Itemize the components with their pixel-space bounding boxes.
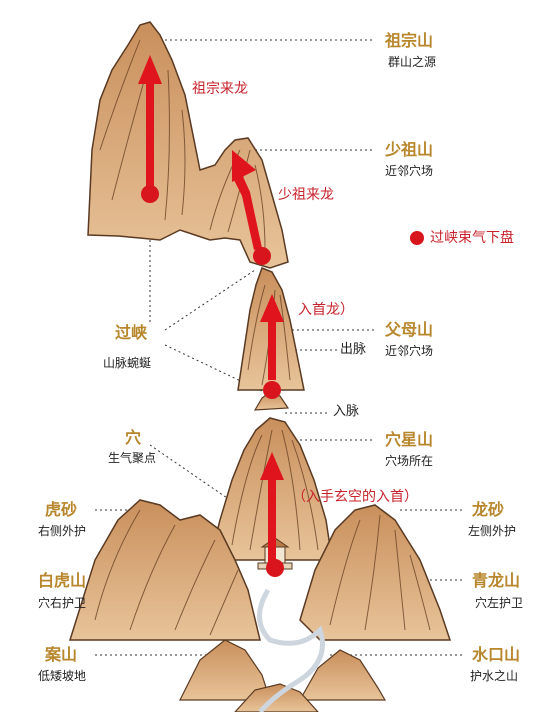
cave-title: 穴 <box>125 428 142 447</box>
entry-text-label: （入手玄空的入首） <box>292 489 418 505</box>
cave-star-mountain-sub: 穴场所在 <box>385 454 434 468</box>
in-vein-label: 入脉 <box>333 404 360 419</box>
water-mouth-sub: 护水之山 <box>470 669 519 683</box>
gorge-dots <box>141 185 284 577</box>
white-tiger-hills <box>68 499 261 641</box>
parent-mountain-sub: 近邻穴场 <box>385 344 434 358</box>
green-dragon-hills <box>299 504 452 641</box>
ancestral-mountain <box>87 21 289 269</box>
young-ancestral-mountain-title: 少祖山 <box>385 140 434 159</box>
dragon-flow-arrows <box>138 55 284 564</box>
out-vein-label: 出脉 <box>340 342 367 357</box>
gorge-sub: 山脉蜿蜒 <box>103 356 152 370</box>
red-dot-icon <box>410 231 424 245</box>
gorge-title: 过峡 <box>115 323 148 342</box>
young-ancestral-mountain-sub: 近邻穴场 <box>385 164 434 178</box>
cave-sub: 生气聚点 <box>108 451 157 465</box>
river <box>257 588 325 712</box>
dragon-sand-title: 龙砂 <box>472 500 505 519</box>
green-dragon-sub: 穴左护卫 <box>475 596 524 610</box>
white-tiger-sub: 穴右护卫 <box>38 596 87 610</box>
entry-dragon-label: 入首龙） <box>298 302 354 318</box>
dragon-sand-sub: 左侧外护 <box>468 524 517 538</box>
cave-star-mountain-title: 穴星山 <box>385 430 434 449</box>
ancestral-flow-label: 祖宗来龙 <box>192 81 248 97</box>
tiger-sand-sub: 右侧外护 <box>38 524 87 538</box>
tiger-sand-title: 虎砂 <box>45 500 78 519</box>
table-mountain-sub: 低矮坡地 <box>38 669 87 683</box>
young-ancestral-flow-label: 少祖来龙 <box>278 187 334 203</box>
parent-mountain-title: 父母山 <box>385 320 434 339</box>
ancestral-mountain-sub: 群山之源 <box>388 55 437 69</box>
white-tiger-title: 白虎山 <box>38 571 87 590</box>
ancestral-mountain-title: 祖宗山 <box>385 31 434 50</box>
water-mouth-title: 水口山 <box>472 645 521 664</box>
legend-label: 过峡束气下盘 <box>430 230 514 246</box>
table-mountain-title: 案山 <box>45 645 78 664</box>
green-dragon-title: 青龙山 <box>472 571 521 590</box>
